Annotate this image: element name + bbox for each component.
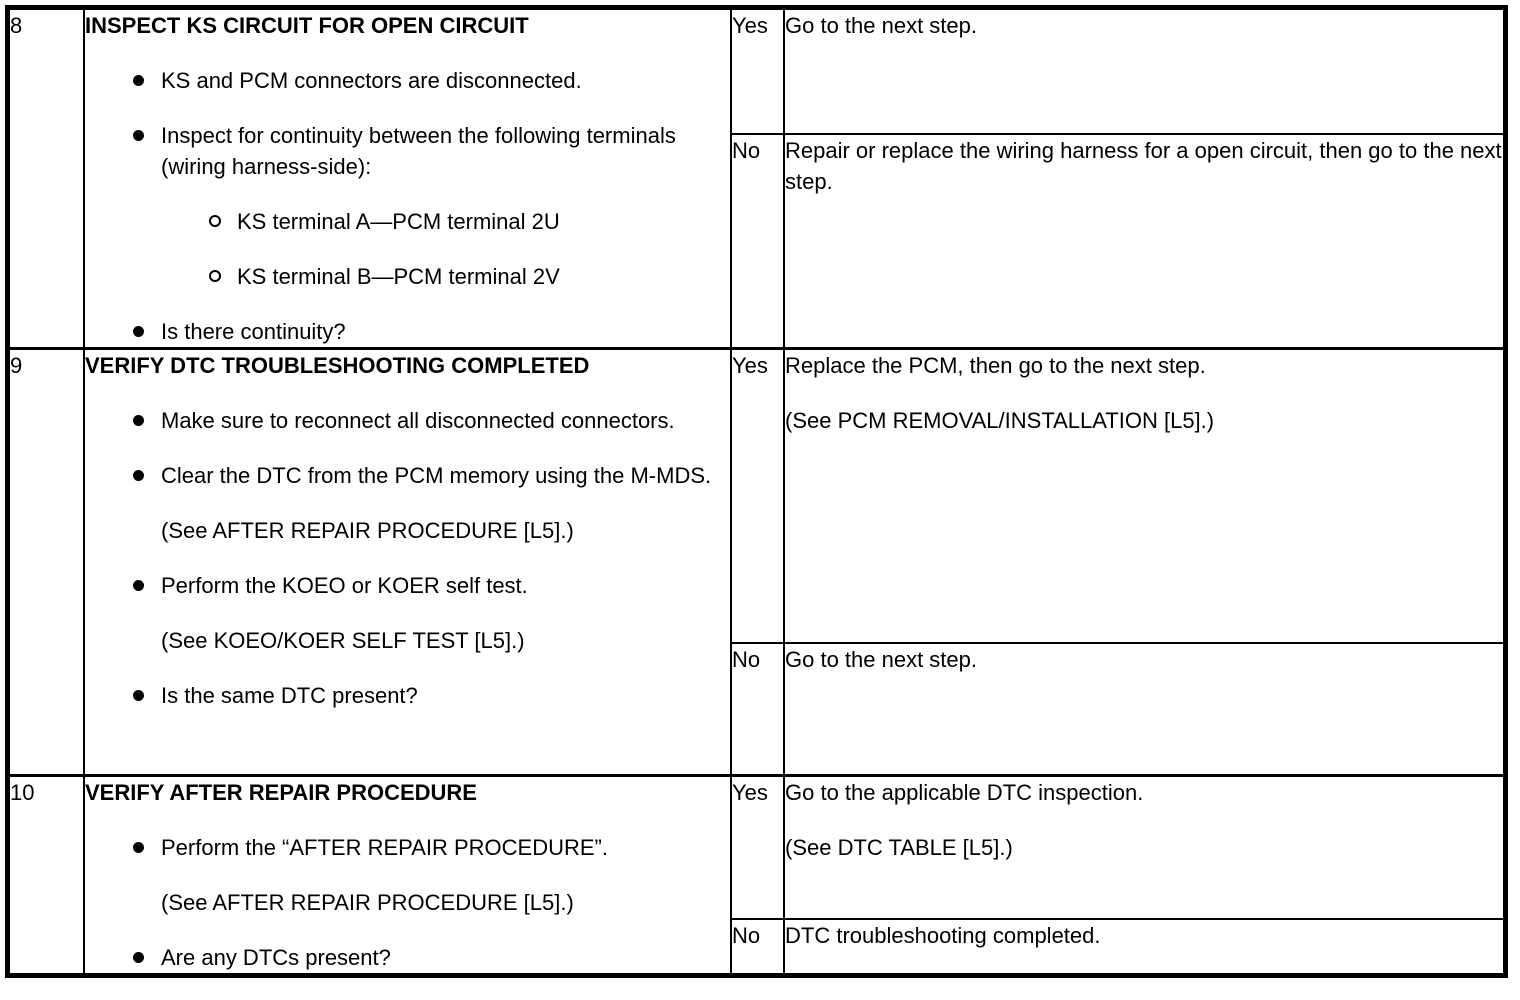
yes-cell: Yes xyxy=(730,347,785,644)
see-reference: (See AFTER REPAIR PROCEDURE [L5].) xyxy=(161,515,729,546)
bullet-icon xyxy=(133,415,144,426)
list-item: Are any DTCs present? xyxy=(133,942,729,973)
yes-action-cell: Go to the next step. xyxy=(783,7,1507,136)
action-cell: VERIFY AFTER REPAIR PROCEDURE Perform th… xyxy=(83,774,732,977)
action-text: DTC troubleshooting completed. xyxy=(785,923,1101,949)
step-number: 9 xyxy=(10,353,23,378)
bullet-icon xyxy=(133,690,144,701)
list-item-text: Perform the “AFTER REPAIR PROCEDURE”. xyxy=(161,835,608,860)
table-row: 8 INSPECT KS CIRCUIT FOR OPEN CIRCUIT KS… xyxy=(6,7,1507,350)
list-item-text: KS terminal B—PCM terminal 2V xyxy=(237,264,560,289)
bullet-icon xyxy=(133,580,144,591)
yes-label: Yes xyxy=(732,13,768,38)
yes-label: Yes xyxy=(732,353,768,378)
table-row: No Repair or replace the wiring harness … xyxy=(8,133,1507,350)
step-number-cell: 9 xyxy=(6,347,85,777)
list-item-text: Is the same DTC present? xyxy=(161,683,418,708)
circle-bullet-icon xyxy=(209,215,221,227)
list-item-text: Is there continuity? xyxy=(161,319,346,344)
list-item: Is there continuity? xyxy=(133,316,729,347)
table-row: 9 VERIFY DTC TROUBLESHOOTING COMPLETED M… xyxy=(6,347,1507,777)
list-item: Inspect for continuity between the follo… xyxy=(133,120,729,182)
step-number: 10 xyxy=(10,780,35,805)
no-label: No xyxy=(732,923,761,949)
list-item-text: Inspect for continuity between the follo… xyxy=(161,123,676,179)
yes-action-cell: Replace the PCM, then go to the next ste… xyxy=(783,347,1507,644)
list-item-text: KS and PCM connectors are disconnected. xyxy=(161,68,582,93)
no-cell: No xyxy=(730,918,785,977)
list-item: KS terminal B—PCM terminal 2V xyxy=(209,261,729,292)
reference-text: (See KOEO/KOER SELF TEST [L5].) xyxy=(161,628,525,653)
list-item: Clear the DTC from the PCM memory using … xyxy=(133,460,729,491)
yes-cell: Yes xyxy=(730,774,785,921)
list-item-text: KS terminal A—PCM terminal 2U xyxy=(237,209,560,234)
bullet-icon xyxy=(133,952,144,963)
list-item: Perform the KOEO or KOER self test. xyxy=(133,570,729,601)
yes-label: Yes xyxy=(732,780,768,805)
table-row: No DTC troubleshooting completed. xyxy=(8,918,1507,977)
bullet-icon xyxy=(133,326,144,337)
yes-cell: Yes xyxy=(730,7,785,136)
reference-text: (See PCM REMOVAL/INSTALLATION [L5].) xyxy=(785,408,1215,433)
action-cell: INSPECT KS CIRCUIT FOR OPEN CIRCUIT KS a… xyxy=(83,7,732,350)
list-item-text: Are any DTCs present? xyxy=(161,945,391,970)
step-title: VERIFY AFTER REPAIR PROCEDURE xyxy=(85,780,477,805)
step-number-cell: 10 xyxy=(6,774,85,977)
step-number: 8 xyxy=(10,13,23,38)
step-title: INSPECT KS CIRCUIT FOR OPEN CIRCUIT xyxy=(85,13,529,38)
action-text: Go to the applicable DTC inspection. xyxy=(785,780,1144,805)
bullet-icon xyxy=(133,75,144,86)
table-row: 10 VERIFY AFTER REPAIR PROCEDURE Perform… xyxy=(6,774,1507,977)
action-text: Repair or replace the wiring harness for… xyxy=(785,138,1502,195)
bullet-icon xyxy=(133,470,144,481)
list-item-text: Perform the KOEO or KOER self test. xyxy=(161,573,528,598)
no-cell: No xyxy=(730,641,785,777)
table-row: No Go to the next step. xyxy=(8,641,1507,777)
diagnostic-inspection-table: 8 INSPECT KS CIRCUIT FOR OPEN CIRCUIT KS… xyxy=(5,5,1508,978)
list-item-text: Clear the DTC from the PCM memory using … xyxy=(161,463,712,488)
no-label: No xyxy=(732,646,761,672)
bullet-icon xyxy=(133,842,144,853)
see-reference: (See AFTER REPAIR PROCEDURE [L5].) xyxy=(161,887,729,918)
list-item-text: Make sure to reconnect all disconnected … xyxy=(161,408,675,433)
no-action-cell: Go to the next step. xyxy=(783,641,1507,777)
list-item: Perform the “AFTER REPAIR PROCEDURE”. xyxy=(133,832,729,863)
step-title: VERIFY DTC TROUBLESHOOTING COMPLETED xyxy=(85,353,590,378)
no-cell: No xyxy=(730,133,785,350)
list-item: Is the same DTC present? xyxy=(133,680,729,711)
see-reference: (See KOEO/KOER SELF TEST [L5].) xyxy=(161,625,729,656)
action-text: Go to the next step. xyxy=(785,13,978,38)
no-label: No xyxy=(732,138,761,164)
action-text: Replace the PCM, then go to the next ste… xyxy=(785,353,1206,378)
circle-bullet-icon xyxy=(209,270,221,282)
list-item: KS and PCM connectors are disconnected. xyxy=(133,65,729,96)
step-number-cell: 8 xyxy=(6,7,85,350)
list-item: Make sure to reconnect all disconnected … xyxy=(133,405,729,436)
reference-text: (See AFTER REPAIR PROCEDURE [L5].) xyxy=(161,890,574,915)
bullet-icon xyxy=(133,130,144,141)
list-item: KS terminal A—PCM terminal 2U xyxy=(209,206,729,237)
yes-action-cell: Go to the applicable DTC inspection. (Se… xyxy=(783,774,1507,921)
action-cell: VERIFY DTC TROUBLESHOOTING COMPLETED Mak… xyxy=(83,347,732,777)
no-action-cell: DTC troubleshooting completed. xyxy=(783,918,1507,977)
reference-text: (See AFTER REPAIR PROCEDURE [L5].) xyxy=(161,518,574,543)
reference-text: (See DTC TABLE [L5].) xyxy=(785,835,1013,860)
no-action-cell: Repair or replace the wiring harness for… xyxy=(783,133,1507,350)
action-text: Go to the next step. xyxy=(785,646,978,672)
